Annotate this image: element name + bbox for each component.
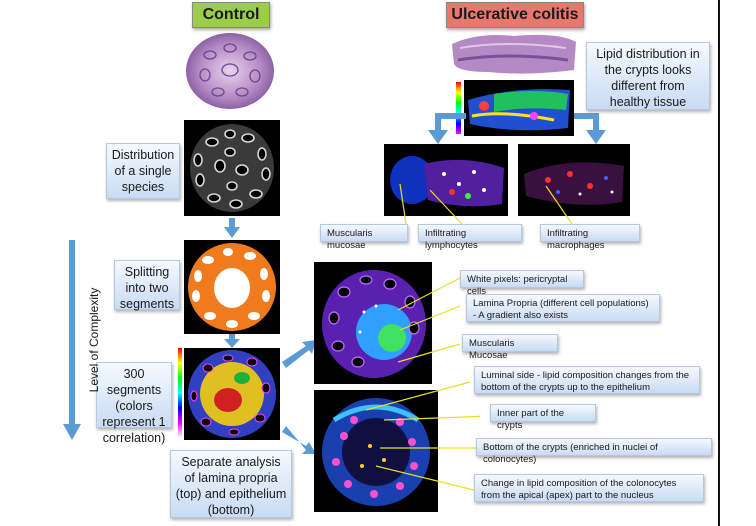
segments-label: 300 segments (colors represent 1 correla… (96, 362, 172, 445)
complexity-axis-label: Level of Complexity (87, 287, 101, 393)
lamina-propria-label: Lamina Propria (different cell populatio… (466, 294, 660, 322)
inner-crypts-label: Inner part of the crypts (490, 404, 596, 431)
annotation-connector-lines (365, 277, 480, 491)
muscularis-mucosae-label: Muscularis mucosae (320, 224, 408, 251)
separate-analysis-label: Separate analysis of lamina propria (top… (170, 450, 292, 518)
right-border-line (718, 0, 720, 526)
uc-color-scale (456, 82, 461, 134)
arrow-uc-right (574, 113, 606, 144)
arrow-down-1 (224, 218, 240, 238)
epithelium-image (314, 390, 438, 512)
luminal-side-label: Luminal side - lipid composition changes… (474, 366, 700, 394)
white-pixels-label: White pixels: pericryptal cells (460, 270, 584, 297)
arrow-uc-left (428, 113, 466, 144)
macrophages-label: Infiltrating macrophages (540, 224, 640, 251)
uc-header: Ulcerative colitis (446, 2, 584, 28)
splitting-label: Splitting into two segments (114, 260, 180, 311)
segments-image (184, 348, 280, 440)
bottom-crypts-label: Bottom of the crypts (enriched in nuclei… (476, 438, 712, 465)
uc-macrophages-image (518, 144, 630, 216)
distribution-label: Distribution of a single species (106, 143, 180, 199)
uc-he-image (448, 30, 580, 76)
uc-colored-image (464, 80, 574, 136)
lipid-distribution-label: Lipid distribution in the crypts looks d… (586, 42, 710, 110)
change-lipid-label: Change in lipid composition of the colon… (474, 474, 704, 502)
lymphocytes-label: Infiltrating lymphocytes (418, 224, 522, 251)
control-header: Control (192, 2, 270, 28)
uc-lymphocytes-image (384, 144, 508, 216)
single-species-image (184, 120, 280, 216)
uc-connector-lines (399, 183, 573, 225)
complexity-arrow (63, 240, 81, 440)
two-segments-image (184, 240, 280, 334)
lamina-propria-image (314, 262, 432, 384)
arrow-to-top-right (282, 340, 316, 368)
muscularis-mucosae-2-label: Muscularis Mucosae (462, 334, 558, 361)
arrow-down-2 (224, 334, 240, 348)
color-scale-bar (178, 348, 182, 438)
control-he-image (180, 30, 280, 112)
arrow-to-bottom-right (282, 426, 316, 454)
